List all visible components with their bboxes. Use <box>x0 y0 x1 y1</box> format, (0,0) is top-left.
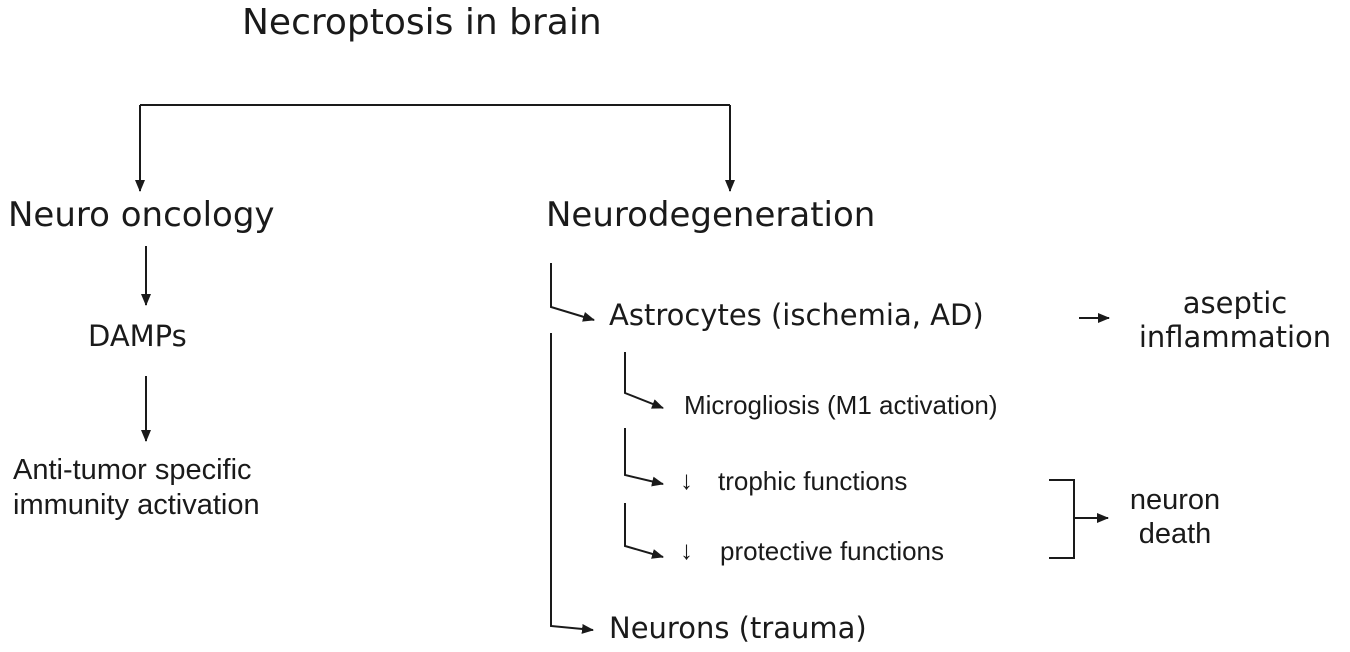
diagram-title: Necroptosis in brain <box>242 2 602 43</box>
decrease-arrow-icon: ↓ <box>680 465 693 495</box>
node-trophic-functions: trophic functions <box>718 466 908 496</box>
arrow-to-microgliosis <box>624 352 664 409</box>
node-microgliosis: Microgliosis (M1 activation) <box>684 390 998 420</box>
node-neurons-trauma: Neurons (trauma) <box>609 611 867 645</box>
node-anti-tumor-immunity: Anti-tumor specific immunity activation <box>13 453 260 523</box>
aseptic-line-1: aseptic <box>1182 286 1288 320</box>
node-neuro-oncology: Neuro oncology <box>8 195 275 235</box>
node-aseptic-inflammation: aseptic inflammation <box>1128 286 1342 355</box>
arrow-to-neurons <box>550 333 594 634</box>
aseptic-line-2: inflammation <box>1138 319 1332 354</box>
anti-tumor-line-2: immunity activation <box>13 488 260 521</box>
node-neuron-death: neuron death <box>1114 484 1236 552</box>
decrease-arrow-icon: ↓ <box>680 535 693 565</box>
node-protective-functions: protective functions <box>720 536 945 566</box>
node-neurodegeneration: Neurodegeneration <box>546 195 876 235</box>
arrow-to-astrocytes <box>550 263 595 322</box>
node-astrocytes: Astrocytes (ischemia, AD) <box>609 298 984 332</box>
arrow-to-trophic <box>624 428 664 487</box>
neuron-death-line-2: death <box>1138 517 1212 550</box>
anti-tumor-line-1: Anti-tumor specific <box>13 454 252 486</box>
node-damps: DAMPs <box>88 319 187 353</box>
neuron-death-bracket <box>1049 479 1075 559</box>
neuron-death-line-1: neuron <box>1129 484 1221 516</box>
arrow-to-protective <box>624 503 664 559</box>
